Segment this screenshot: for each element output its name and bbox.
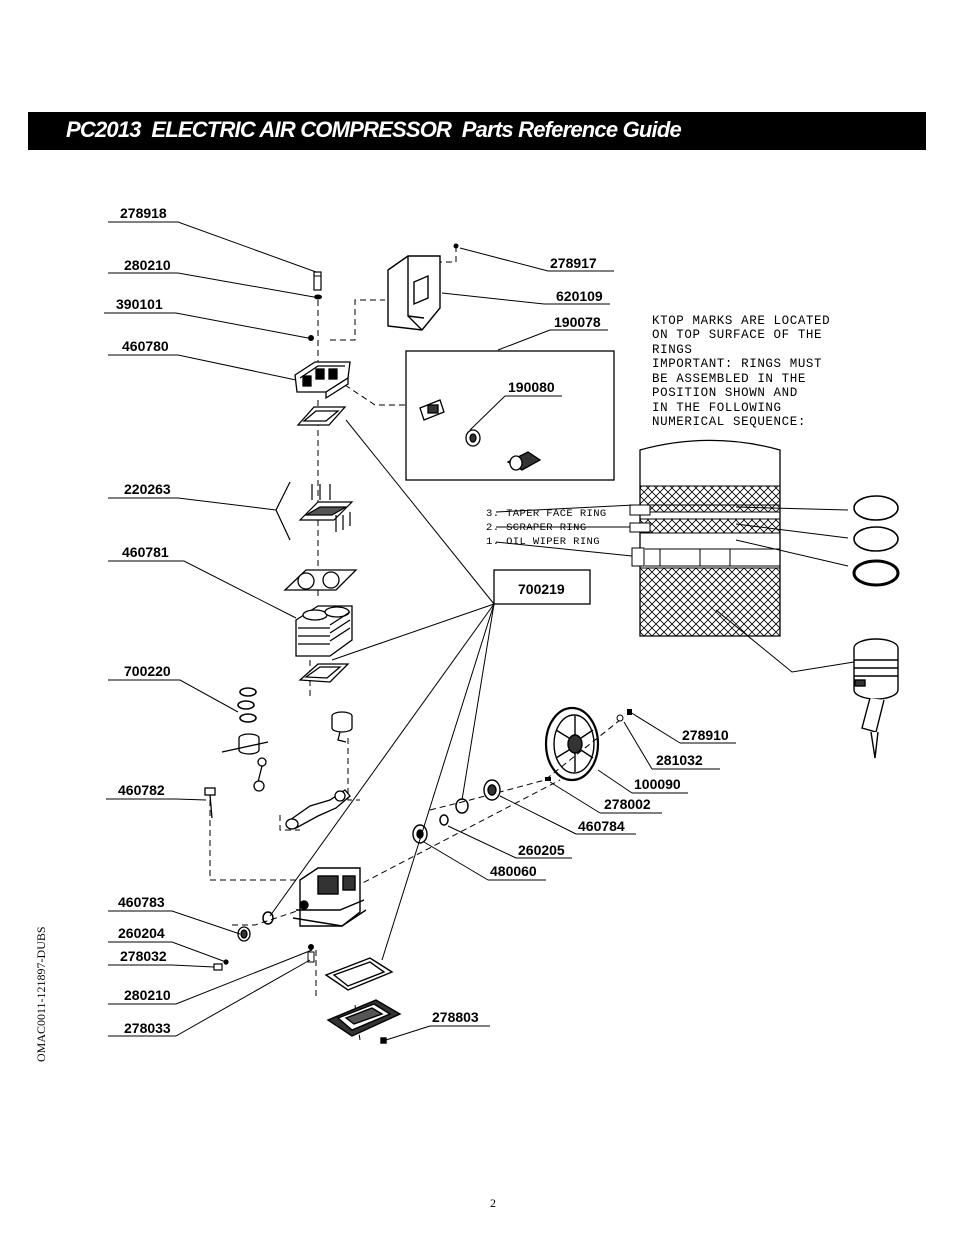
base-plate-278803-icon [326, 999, 402, 1044]
oil-cap-460783-icon [237, 926, 251, 942]
document-code: OMAC0011-121897-DUBS [34, 926, 48, 1062]
part-label-280210: 280210 [124, 257, 171, 273]
note-line-4: IMPORTANT: RINGS MUST [652, 357, 822, 371]
piston-ring-cross-section [629, 439, 781, 637]
cylinder-head-460780-icon [294, 361, 351, 400]
belt-guard-shroud-icon [387, 255, 441, 331]
part-label-278033: 278033 [124, 1020, 171, 1036]
assembly-dashed-lines [209, 246, 621, 1041]
part-label-190078: 190078 [554, 314, 601, 330]
part-label-700219: 700219 [518, 581, 565, 597]
part-label-460784: 460784 [578, 818, 625, 834]
gasket-700219-top-icon [296, 406, 347, 426]
base-gasket-icon [324, 957, 394, 991]
note-line-7: IN THE FOLLOWING [652, 401, 782, 415]
callout-box-700219 [493, 569, 591, 605]
part-label-278032: 278032 [120, 948, 167, 964]
part-label-460781: 460781 [122, 544, 169, 560]
part-label-278002: 278002 [604, 796, 651, 812]
note-line-1: KTOP MARKS ARE LOCATED [652, 314, 830, 328]
part-label-280210-lower: 280210 [124, 987, 171, 1003]
part-label-460783: 460783 [118, 894, 165, 910]
seal-460784-icon [483, 779, 501, 801]
note-line-8: NUMERICAL SEQUENCE: [652, 415, 806, 429]
washer-281032-icon [616, 714, 624, 722]
part-label-480060: 480060 [490, 863, 537, 879]
ring-illustrations [735, 495, 900, 587]
piston-left-icon [221, 733, 269, 755]
note-line-3: RINGS [652, 343, 693, 357]
dipstick-460782-icon [204, 787, 216, 819]
crankcase-icon [292, 867, 367, 927]
o-ring-crank-icon [455, 798, 469, 814]
part-label-390101: 390101 [116, 296, 163, 312]
crankshaft-icon [285, 789, 351, 830]
page-title: PC2013 ELECTRIC AIR COMPRESSOR Parts Ref… [66, 117, 682, 142]
page-number: 2 [490, 1196, 496, 1210]
flywheel-100090-icon [544, 706, 600, 782]
part-label-260205: 260205 [518, 842, 565, 858]
note-line-2: ON TOP SURFACE OF THE [652, 328, 822, 342]
ring-label-scraper: 2. SCRAPER RING [486, 522, 587, 534]
part-label-620109: 620109 [556, 288, 603, 304]
gasket-700219-bottom-icon [298, 663, 350, 683]
washer-260205-icon [439, 814, 449, 826]
note-line-6: POSITION SHOWN AND [652, 386, 798, 400]
plug-390101-icon [308, 335, 314, 341]
part-label-278918: 278918 [120, 205, 167, 221]
part-label-260204: 260204 [118, 925, 165, 941]
cylinder-block-icon [295, 605, 353, 657]
piston-right-icon [331, 711, 353, 743]
washer-280210-icon [314, 294, 322, 300]
washer-280210-lower-icon [308, 944, 314, 950]
clip-278917-icon [453, 243, 459, 249]
connecting-rod-icon [253, 757, 267, 792]
part-label-460780: 460780 [122, 338, 169, 354]
part-label-278910: 278910 [682, 727, 729, 743]
ring-label-taper: 3. TAPER FACE RING [486, 508, 607, 520]
note-line-5: BE ASSEMBLED IN THE [652, 372, 806, 386]
o-ring-260204-icon [262, 911, 274, 925]
key-278002-icon [545, 777, 551, 781]
unloader-inset-box [405, 350, 615, 481]
part-label-278917: 278917 [550, 255, 597, 271]
screw-278918-icon [313, 271, 322, 291]
title-banner: PC2013 ELECTRIC AIR COMPRESSOR Parts Ref… [28, 112, 926, 150]
ring-label-wiper: 1. OIL WIPER RING [486, 536, 600, 548]
leader-lines [104, 221, 855, 1041]
part-label-220263: 220263 [124, 481, 171, 497]
part-label-700220: 700220 [124, 663, 171, 679]
part-label-281032: 281032 [656, 752, 703, 768]
part-label-100090: 100090 [634, 776, 681, 792]
bolt-278910-icon [627, 709, 632, 715]
valve-plate-220263-icon [275, 481, 354, 541]
piston-rings-700220-icon [237, 687, 257, 723]
part-label-190080: 190080 [508, 379, 555, 395]
piston-detail-icon [853, 638, 899, 759]
part-label-278803: 278803 [432, 1009, 479, 1025]
part-label-460782: 460782 [118, 782, 165, 798]
screw-278033-icon [307, 951, 315, 963]
gasket-460781-icon [283, 569, 358, 591]
